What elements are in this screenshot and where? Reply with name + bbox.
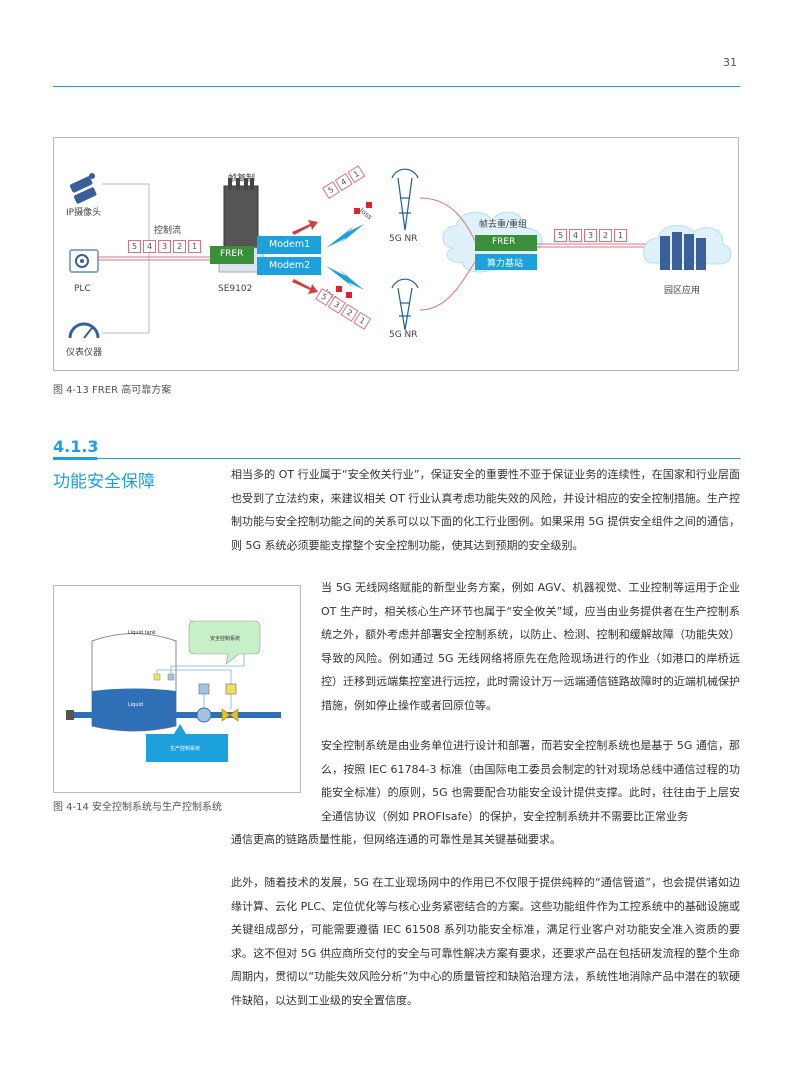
- modem2-label: Modem2: [269, 260, 311, 271]
- device-label: SE9102: [218, 284, 253, 294]
- figure-frer: IP摄像头 PLC 仪表仪器 控制流 帧复制 FRER SE9102 Modem…: [53, 137, 739, 371]
- packet-box: 5: [128, 240, 141, 253]
- packet-box: 4: [569, 229, 582, 242]
- modem1-box: [257, 236, 321, 254]
- server-rack-icon: [660, 232, 706, 270]
- dedup-label: 帧去重/重组: [479, 220, 528, 230]
- liquid-pipe: [66, 712, 281, 718]
- tank-label: Liquid tank: [128, 630, 156, 636]
- packet-box: 4: [143, 240, 156, 253]
- packet-box: 3: [158, 240, 171, 253]
- packet-box: 5: [554, 229, 567, 242]
- edge-compute-label: 算力基站: [487, 259, 524, 269]
- edge-compute-box: [475, 254, 537, 270]
- nr-bottom-label: 5G NR: [389, 330, 418, 340]
- paragraph-2: 当 5G 无线网络赋能的新型业务方案，例如 AGV、机器视觉、工业控制等运用于企…: [321, 581, 740, 712]
- ip-camera-label: IP摄像头: [66, 208, 102, 218]
- nr-top-label: 5G NR: [389, 234, 418, 244]
- safety-system-label: 安全控制系统: [210, 636, 241, 642]
- meter-label: 仪表仪器: [66, 348, 103, 358]
- tower-bottom-icon: [391, 278, 419, 331]
- packet-box: 2: [173, 240, 186, 253]
- paragraph-1: 相当多的 OT 行业属于“安全攸关行业”，保证安全的重要性不亚于保证业务的连续性…: [231, 468, 740, 552]
- modem1-label: Modem1: [269, 239, 311, 250]
- paragraph-3: 安全控制系统是由业务单位进行设计和部署，而若安全控制系统也是基于 5G 通信，那…: [321, 739, 740, 823]
- packet-box: 2: [599, 229, 612, 242]
- liquid-label: Liquid: [128, 702, 144, 708]
- pump-icon: [196, 707, 212, 723]
- paragraph-4: 此外，随着技术的发展，5G 在工业现场网中的作用已不仅限于提供纯粹的“通信管道”…: [231, 876, 740, 1007]
- valve-icon: [221, 708, 239, 722]
- tank-liquid: [92, 688, 176, 731]
- figure-safety-systems: Liquid tank Liquid 安全控制系统 生产控制系统: [53, 585, 301, 793]
- controller-blue: [198, 683, 210, 695]
- figure2-caption: 图 4-14 安全控制系统与生产控制系统: [53, 802, 223, 813]
- header-rule: [53, 86, 740, 87]
- packet-box: 3: [584, 229, 597, 242]
- source-bracket: [102, 183, 150, 334]
- packet-box: 1: [614, 229, 627, 242]
- se9102-device-icon: [210, 178, 264, 273]
- frer-diagram: [68, 168, 732, 339]
- control-flow-label: 控制流: [154, 226, 182, 236]
- section-number: 4.1.3: [53, 437, 99, 456]
- campus-app-label: 园区应用: [664, 286, 701, 296]
- modem2-box: [257, 257, 321, 275]
- controller-yellow: [225, 683, 237, 695]
- meter-icon: [68, 322, 100, 339]
- production-system-label: 生产控制系统: [170, 746, 201, 752]
- safety-diagram: [66, 620, 281, 762]
- frer-left-label: FRER: [220, 249, 244, 259]
- packet-box: 1: [188, 240, 201, 253]
- tower-top-icon: [391, 168, 419, 231]
- plc-icon: [69, 249, 99, 273]
- frer-right-box: [475, 235, 537, 251]
- frer-right-label: FRER: [492, 237, 516, 247]
- frame-copy-label: 帧复制: [228, 174, 256, 184]
- page-number: 31: [723, 56, 737, 69]
- production-system-box: [146, 734, 228, 762]
- safety-system-bubble: [188, 620, 261, 665]
- section-title: 功能安全保障: [53, 472, 155, 492]
- paragraph-3-cont: 通信更高的链路质量性能，但网络连通的可靠性是其关键基础要求。: [231, 833, 561, 846]
- ip-camera-icon: [69, 173, 97, 204]
- plc-label: PLC: [74, 284, 91, 294]
- figure1-caption: 图 4-13 FRER 高可靠方案: [53, 385, 172, 396]
- section-rule: [53, 457, 740, 460]
